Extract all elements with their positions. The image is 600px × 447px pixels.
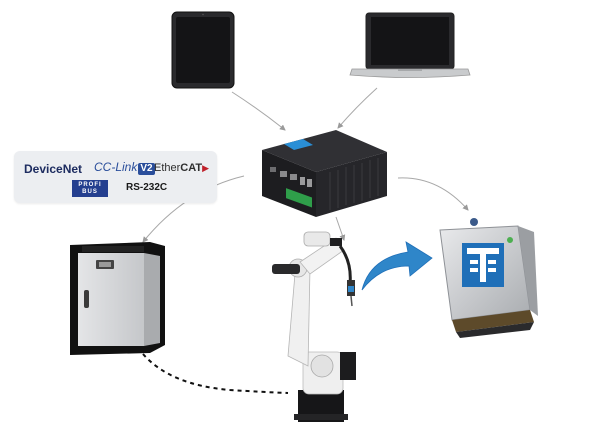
connector-pc-to-robot — [335, 216, 346, 241]
ethercat-logo: EtherCAT▶ — [154, 163, 209, 174]
cclink-text: CC-Link — [94, 160, 138, 174]
profibus-logo: PROFI BUS — [72, 180, 108, 198]
cclink-version: V2 — [138, 163, 155, 175]
devicenet-text-b: Net — [62, 162, 83, 176]
ethercat-text-b: CAT — [180, 162, 203, 174]
industrial-robot-arm-icon — [272, 231, 356, 422]
laptop-icon — [349, 12, 471, 78]
rs232-label: RS-232C — [126, 182, 168, 193]
tablet-icon — [171, 11, 235, 89]
devicenet-logo: DeviceNet — [24, 163, 82, 175]
laser-sensor-icon — [439, 218, 538, 338]
ethercat-arrow-icon: ▶ — [202, 163, 210, 173]
connector-laptop-to-pc — [337, 87, 378, 129]
connector-tablet-to-pc — [231, 91, 286, 131]
ethercat-text-a: Ether — [154, 162, 181, 174]
robot-controller-cabinet-icon — [70, 242, 165, 355]
connector-cabinet-to-robot — [142, 353, 289, 394]
curved-arrow-icon — [361, 241, 433, 291]
connector-pc-to-sensor — [397, 177, 469, 211]
industrial-pc-icon — [262, 130, 387, 217]
devicenet-text-a: Device — [24, 162, 63, 176]
